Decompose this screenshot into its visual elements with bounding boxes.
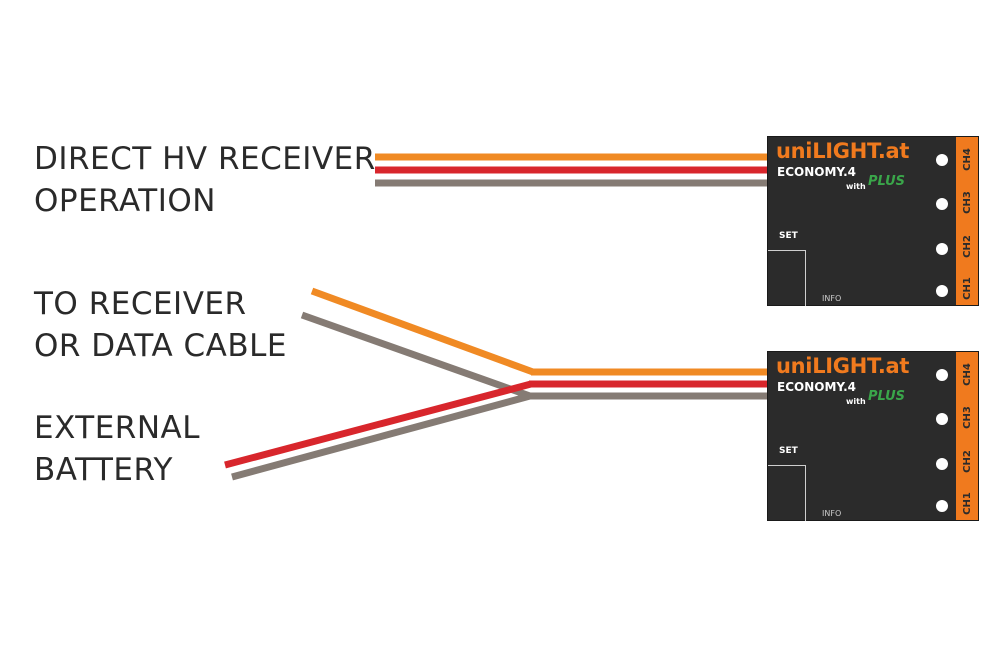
label-external-battery: EXTERNAL BATTERY — [34, 407, 200, 491]
channel-ch1: CH1 — [956, 483, 978, 523]
wire-red-battery — [224, 380, 532, 469]
led-ch4 — [936, 369, 948, 381]
label-line: EXTERNAL — [34, 410, 201, 446]
channel-label: CH2 — [961, 449, 973, 473]
channel-strip: CH4 CH3 CH2 CH1 — [956, 137, 978, 305]
led-ch2 — [936, 458, 948, 470]
led-ch1 — [936, 285, 948, 297]
channel-label: CH2 — [961, 234, 973, 258]
channel-label: CH1 — [961, 491, 973, 515]
channel-ch1: CH1 — [956, 268, 978, 308]
channel-ch2: CH2 — [956, 441, 978, 481]
channel-label: CH4 — [961, 362, 973, 386]
set-label: SET — [779, 231, 798, 241]
set-label: SET — [779, 446, 798, 456]
label-line: DIRECT HV RECEIVER — [34, 141, 376, 177]
led-ch3 — [936, 198, 948, 210]
label-line: TO RECEIVER — [34, 286, 247, 322]
channel-label: CH3 — [961, 190, 973, 214]
label-line: BATTERY — [34, 452, 173, 488]
module-brand: uniLIGHT.at — [776, 354, 910, 378]
channel-ch2: CH2 — [956, 226, 978, 266]
label-line: OR DATA CABLE — [34, 328, 287, 364]
led-ch3 — [936, 413, 948, 425]
channel-label: CH3 — [961, 405, 973, 429]
unilight-module-bottom: uniLIGHT.at ECONOMY.4 with PLUS SET INFO… — [767, 351, 979, 521]
wire-grey-battery — [231, 392, 531, 481]
module-model: ECONOMY.4 — [777, 380, 857, 394]
set-button-outline — [768, 465, 806, 521]
module-with: with — [846, 397, 866, 406]
wire-grey-receiver — [300, 311, 532, 400]
channel-ch4: CH4 — [956, 139, 978, 179]
label-to-receiver: TO RECEIVER OR DATA CABLE — [34, 283, 287, 367]
unilight-module-top: uniLIGHT.at ECONOMY.4 with PLUS SET INFO… — [767, 136, 979, 306]
led-ch4 — [936, 154, 948, 166]
wire-orange-receiver — [310, 287, 535, 376]
led-ch1 — [936, 500, 948, 512]
module-brand: uniLIGHT.at — [776, 139, 910, 163]
label-line: OPERATION — [34, 183, 216, 219]
module-plus: PLUS — [868, 389, 906, 404]
channel-strip: CH4 CH3 CH2 CH1 — [956, 352, 978, 520]
channel-label: CH4 — [961, 147, 973, 171]
info-label: INFO — [822, 294, 842, 303]
channel-ch3: CH3 — [956, 397, 978, 437]
info-label: INFO — [822, 509, 842, 518]
channel-ch3: CH3 — [956, 182, 978, 222]
module-with: with — [846, 182, 866, 191]
set-button-outline — [768, 250, 806, 306]
label-direct-hv-receiver: DIRECT HV RECEIVER OPERATION — [34, 138, 376, 222]
channel-ch4: CH4 — [956, 354, 978, 394]
led-ch2 — [936, 243, 948, 255]
module-model: ECONOMY.4 — [777, 165, 857, 179]
channel-label: CH1 — [961, 276, 973, 300]
module-plus: PLUS — [868, 174, 906, 189]
